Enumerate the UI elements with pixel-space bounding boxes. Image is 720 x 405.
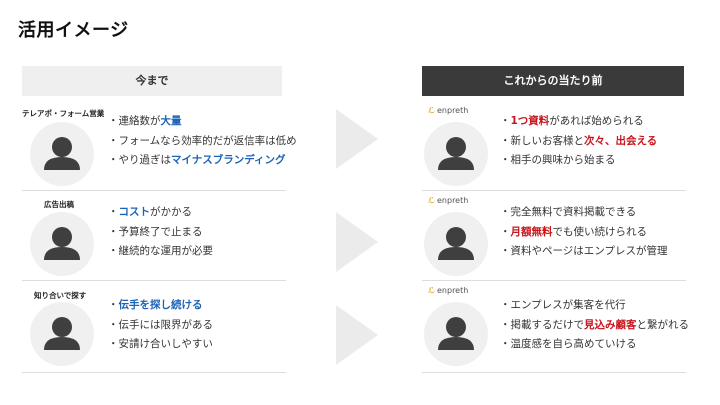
row-divider xyxy=(422,280,686,281)
after-list-advertising: ・完全無料で資料掲載できる ・月額無料でも使い続けられる ・資料やページはエンプ… xyxy=(500,203,667,262)
row-label-advertising: 広告出稿 xyxy=(44,200,74,209)
row-label-telemarketing: テレアポ・フォーム営業 xyxy=(22,109,105,118)
list-item: ・安請け合いしやすい xyxy=(108,338,213,350)
before-column-header: 今まで xyxy=(22,66,282,96)
row-divider xyxy=(422,190,686,191)
list-item: ・フォームなら効率的だが返信率は低め xyxy=(108,134,297,147)
row-divider xyxy=(22,190,286,191)
user-silhouette-icon xyxy=(30,212,94,276)
right-triangle-arrow-icon xyxy=(336,305,378,365)
list-item: ・伝手を探し続ける xyxy=(108,299,203,311)
row-divider xyxy=(422,372,686,373)
list-item: ・相手の興味から始まる xyxy=(500,154,616,166)
list-item: ・予算終了で止まる xyxy=(108,225,203,238)
row-divider xyxy=(22,372,286,373)
list-item: ・やり過ぎはマイナスブランディング xyxy=(108,154,286,166)
list-item: ・掲載するだけで見込み顧客と繋がれる xyxy=(500,318,689,331)
row-label-referral: 知り合いで探す xyxy=(34,291,87,300)
after-list-referral: ・エンプレスが集客を代行 ・掲載するだけで見込み顧客と繋がれる ・温度感を自ら高… xyxy=(500,296,689,355)
list-item: ・連絡数が大量 xyxy=(108,115,182,127)
row-divider xyxy=(22,280,286,281)
right-triangle-arrow-icon xyxy=(336,212,378,272)
page-title: 活用イメージ xyxy=(18,20,129,41)
list-item: ・新しいお客様と次々、出会える xyxy=(500,134,658,147)
after-list-telemarketing: ・1つ資料があれば始められる ・新しいお客様と次々、出会える ・相手の興味から始… xyxy=(500,112,657,171)
before-list-advertising: ・コストがかかる ・予算終了で止まる ・継続的な運用が必要 xyxy=(108,203,213,262)
list-item: ・コストがかかる xyxy=(108,206,192,218)
user-silhouette-icon xyxy=(424,212,488,276)
before-list-telemarketing: ・連絡数が大量 ・フォームなら効率的だが返信率は低め ・やり過ぎはマイナスブラン… xyxy=(108,112,297,171)
list-item: ・1つ資料があれば始められる xyxy=(500,115,644,127)
list-item: ・温度感を自ら高めていける xyxy=(500,338,637,350)
right-triangle-arrow-icon xyxy=(336,109,378,169)
user-silhouette-icon xyxy=(30,302,94,366)
user-silhouette-icon xyxy=(424,122,488,186)
before-list-referral: ・伝手を探し続ける ・伝手には限界がある ・安請け合いしやすい xyxy=(108,296,213,355)
list-item: ・継続的な運用が必要 xyxy=(108,245,213,257)
list-item: ・伝手には限界がある xyxy=(108,318,213,331)
after-column-header: これからの当たり前 xyxy=(422,66,684,96)
list-item: ・資料やページはエンプレスが管理 xyxy=(500,245,668,257)
user-silhouette-icon xyxy=(424,302,488,366)
user-silhouette-icon xyxy=(30,122,94,186)
list-item: ・完全無料で資料掲載できる xyxy=(500,206,637,218)
list-item: ・エンプレスが集客を代行 xyxy=(500,299,626,311)
list-item: ・月額無料でも使い続けられる xyxy=(500,225,647,238)
